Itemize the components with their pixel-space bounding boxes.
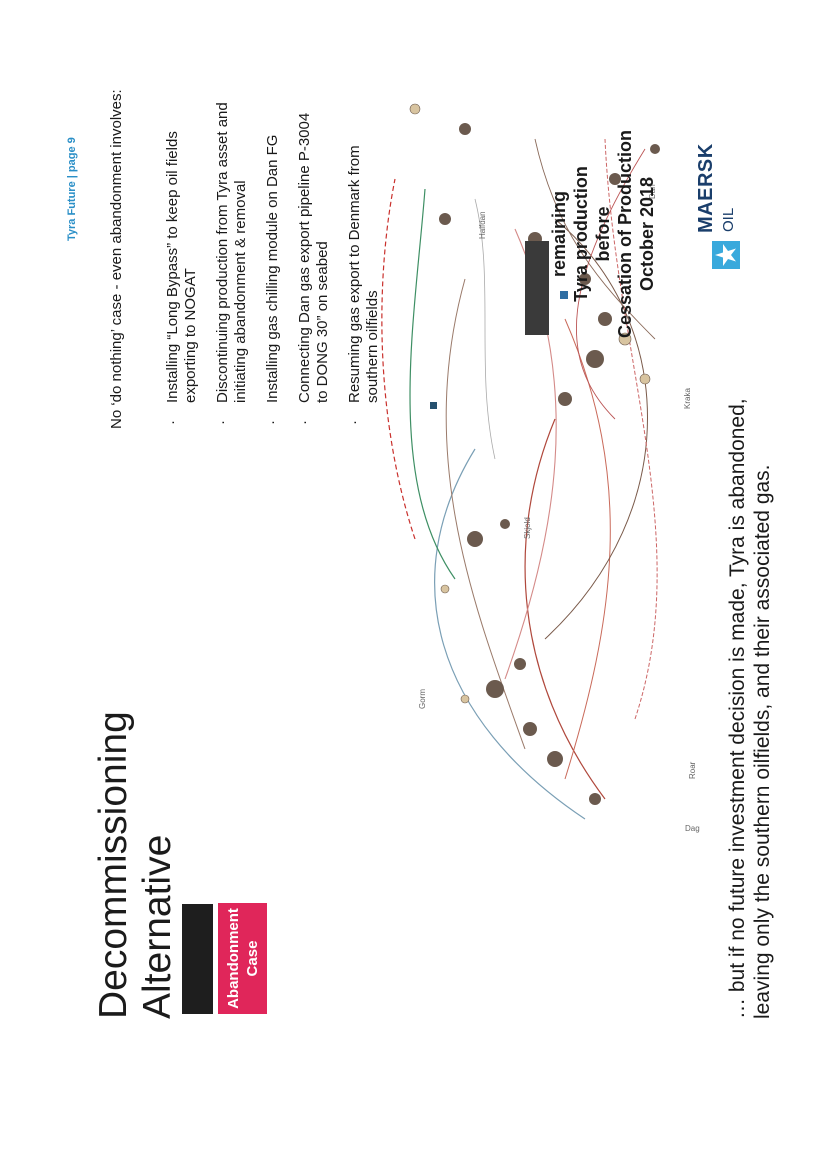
field-label-roar: Roar <box>688 761 697 779</box>
field-label-gorm: Gorm <box>418 689 427 709</box>
bullet-item: · Installing “Long Bypass” to keep oil fi… <box>164 99 200 429</box>
bullet-text: Installing “Long Bypass” to keep oil fie… <box>164 131 199 403</box>
star-icon <box>712 241 740 269</box>
bullet-marker: · <box>214 420 231 425</box>
field-label-skjold: Skjold <box>523 517 532 539</box>
redaction-bar <box>182 904 213 1014</box>
bullet-text: Discontinuing production from Tyra asset… <box>214 102 249 403</box>
intro-text: No ‘do nothing’ case - even abandonment … <box>108 89 125 429</box>
maersk-oil-logo: MAERSK OIL <box>690 109 750 269</box>
abandonment-case-badge: Abandonment Case <box>218 903 267 1014</box>
bullet-marker: · <box>346 420 363 425</box>
field-infrastructure-map: Dagmar Roar Gorm Skjold Halfdan Dan Krak… <box>381 103 700 833</box>
bullet-text: Connecting Dan gas export pipeline P-300… <box>296 112 331 403</box>
bullet-marker: · <box>164 420 181 425</box>
field-label-dan: Dan <box>648 184 657 199</box>
page-header-label: Tyra Future | page 9 <box>66 137 78 241</box>
slide-title-line-2: Alternative <box>136 834 179 1019</box>
footer-line-1: … but if no future investment decision i… <box>726 398 749 1019</box>
bullet-item: · Resuming gas export to Denmark from sou… <box>346 99 382 429</box>
bullet-list: · Installing “Long Bypass” to keep oil fi… <box>164 99 396 429</box>
slide-title-line-1: Decommissioning <box>92 711 135 1019</box>
field-label-kraka: Kraka <box>683 388 692 409</box>
bullet-text: Resuming gas export to Denmark from sout… <box>346 145 381 403</box>
cessation-statement: remaining Tyra production before Cessati… <box>548 64 658 404</box>
bullet-text: Installing gas chilling module on Dan FG <box>264 134 281 403</box>
badge-line-2: Case <box>243 940 261 977</box>
bullet-item: · Installing gas chilling module on Dan F… <box>264 99 282 429</box>
bullet-marker: · <box>264 420 281 425</box>
logo-subtitle: OIL <box>720 207 737 232</box>
bullet-item: · Discontinuing production from Tyra asse… <box>214 99 250 429</box>
footer-line-2: leaving only the southern oilfields, and… <box>751 464 774 1019</box>
cessation-line-5: October 2018 <box>637 176 657 292</box>
badge-line-1: Abandonment <box>224 908 242 1009</box>
field-label-halfdan: Halfdan <box>478 211 487 239</box>
cessation-line-4: Cessation of Production <box>615 130 635 339</box>
bullet-marker: · <box>296 420 313 425</box>
cessation-line-2: Tyra production <box>571 166 591 302</box>
logo-wordmark: MAERSK <box>695 143 717 233</box>
field-label-dagmar: Dagmar <box>685 824 700 833</box>
cessation-line-3: before <box>593 206 613 262</box>
cessation-line-1: remaining <box>549 190 569 278</box>
redaction-bar <box>525 241 549 335</box>
bullet-item: · Connecting Dan gas export pipeline P-30… <box>296 99 332 429</box>
